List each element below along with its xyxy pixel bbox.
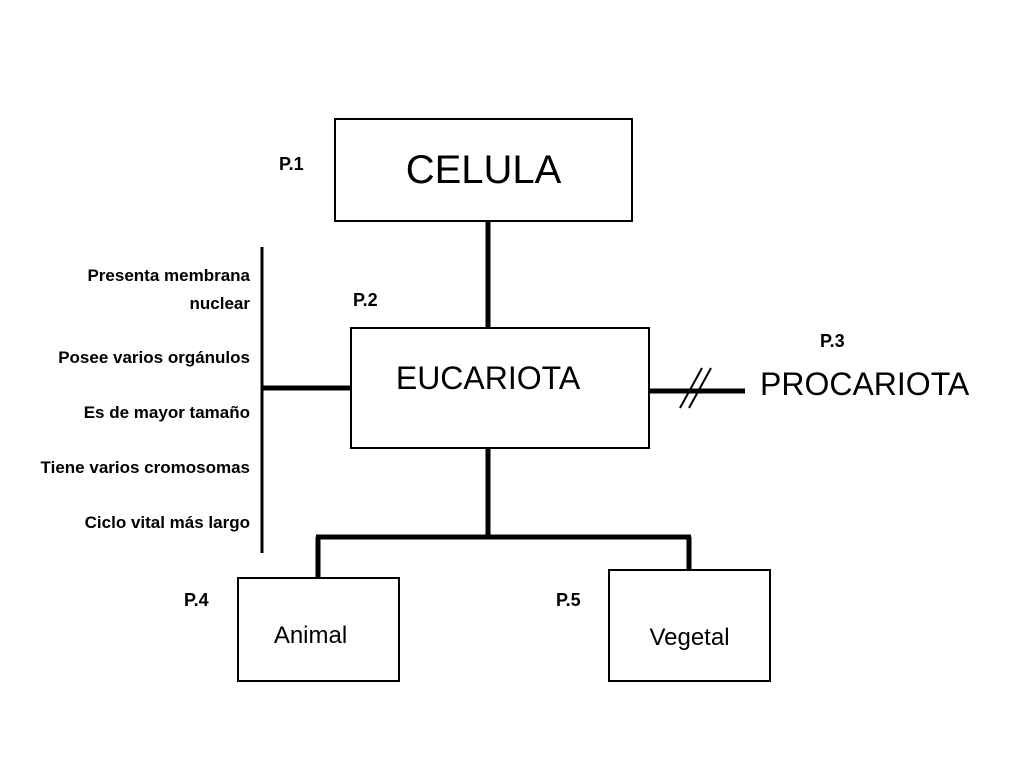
feature-text: Ciclo vital más largo <box>84 513 250 532</box>
celula-tag: P.1 <box>279 154 304 174</box>
procariota-label: PROCARIOTA <box>760 366 970 402</box>
feature-text: nuclear <box>189 294 250 313</box>
vegetal-tag: P.5 <box>556 590 581 610</box>
feature-item: Presenta membrana nuclear <box>87 262 250 318</box>
feature-item: Posee varios orgánulos <box>58 344 250 371</box>
vegetal-label: Vegetal <box>649 623 730 651</box>
feature-text: Posee varios orgánulos <box>58 348 250 367</box>
break-mark-2 <box>688 367 712 409</box>
eucariota-tag: P.2 <box>353 290 378 310</box>
feature-item: Es de mayor tamaño <box>84 399 250 426</box>
feature-item: Tiene varios cromosomas <box>41 454 250 481</box>
feature-text: Es de mayor tamaño <box>83 403 250 422</box>
procariota-tag: P.3 <box>820 331 845 351</box>
animal-tag: P.4 <box>184 590 209 610</box>
break-mark-1 <box>679 367 703 409</box>
celula-box: CELULA <box>334 118 633 222</box>
feature-item: Ciclo vital más largo <box>85 509 250 536</box>
animal-label: Animal <box>273 621 348 649</box>
feature-text: Presenta membrana <box>87 266 250 285</box>
vegetal-box: Vegetal <box>608 569 771 682</box>
animal-box: Animal <box>237 577 400 682</box>
eucariota-label: EUCARIOTA <box>395 359 581 396</box>
feature-text: Tiene varios cromosomas <box>40 458 250 477</box>
eucariota-box: EUCARIOTA <box>350 327 650 449</box>
celula-label: CELULA <box>405 147 562 192</box>
